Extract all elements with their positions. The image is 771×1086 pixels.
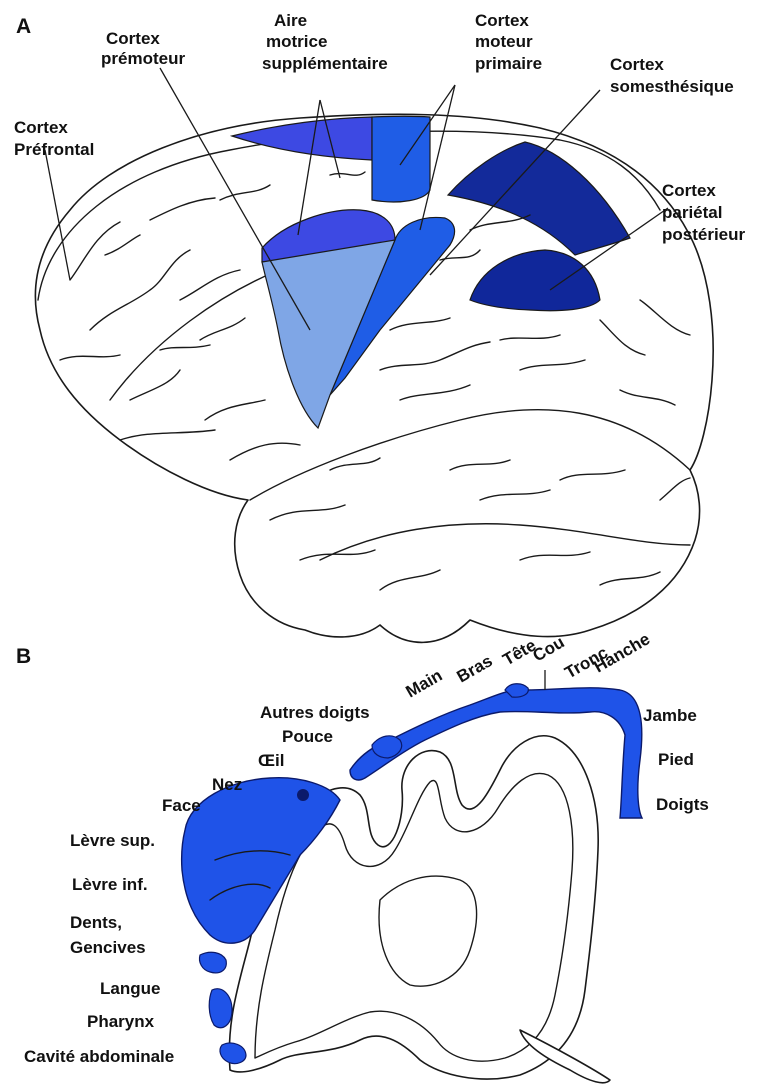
label-sma-1: Aire bbox=[274, 11, 307, 30]
label-doigts: Doigts bbox=[656, 795, 709, 814]
label-posterior-parietal-1: Cortex bbox=[662, 181, 716, 200]
label-nez: Nez bbox=[212, 775, 242, 794]
label-bras: Bras bbox=[454, 651, 496, 686]
label-autres-doigts: Autres doigts bbox=[260, 703, 370, 722]
label-sma-3: supplémentaire bbox=[262, 54, 388, 73]
label-somatosensory-2: somesthésique bbox=[610, 77, 734, 96]
label-levre-inf: Lèvre inf. bbox=[72, 875, 148, 894]
label-posterior-parietal-2: pariétal bbox=[662, 203, 722, 222]
label-oeil: Œil bbox=[258, 751, 284, 770]
panel-b: B Main Bras Tête Cou bbox=[16, 629, 709, 1082]
label-premotor-2: prémoteur bbox=[101, 49, 185, 68]
panel-b-letter: B bbox=[16, 645, 31, 668]
label-premotor-1: Cortex bbox=[106, 29, 160, 48]
label-cou: Cou bbox=[530, 632, 568, 665]
label-levre-sup: Lèvre sup. bbox=[70, 831, 155, 850]
label-jambe: Jambe bbox=[643, 706, 697, 725]
label-primary-motor-2: moteur bbox=[475, 32, 533, 51]
label-main: Main bbox=[403, 666, 446, 702]
label-pied: Pied bbox=[658, 750, 694, 769]
area-primary-motor bbox=[372, 116, 430, 202]
label-sma-2: motrice bbox=[266, 32, 327, 51]
label-langue: Langue bbox=[100, 979, 160, 998]
panel-a-letter: A bbox=[16, 15, 31, 38]
label-cavite: Cavité abdominale bbox=[24, 1047, 174, 1066]
label-pouce: Pouce bbox=[282, 727, 333, 746]
homunculus-tongue bbox=[209, 989, 232, 1028]
label-pharynx: Pharynx bbox=[87, 1012, 155, 1031]
label-face: Face bbox=[162, 796, 201, 815]
label-posterior-parietal-3: postérieur bbox=[662, 225, 746, 244]
label-dents-2: Gencives bbox=[70, 938, 146, 957]
label-prefrontal-2: Préfrontal bbox=[14, 140, 94, 159]
label-prefrontal-1: Cortex bbox=[14, 118, 68, 137]
homunculus-teeth bbox=[199, 952, 226, 973]
label-dents-1: Dents, bbox=[70, 913, 122, 932]
panel-a: A bbox=[14, 11, 746, 642]
label-primary-motor-1: Cortex bbox=[475, 11, 529, 30]
label-primary-motor-3: primaire bbox=[475, 54, 542, 73]
label-somatosensory-1: Cortex bbox=[610, 55, 664, 74]
